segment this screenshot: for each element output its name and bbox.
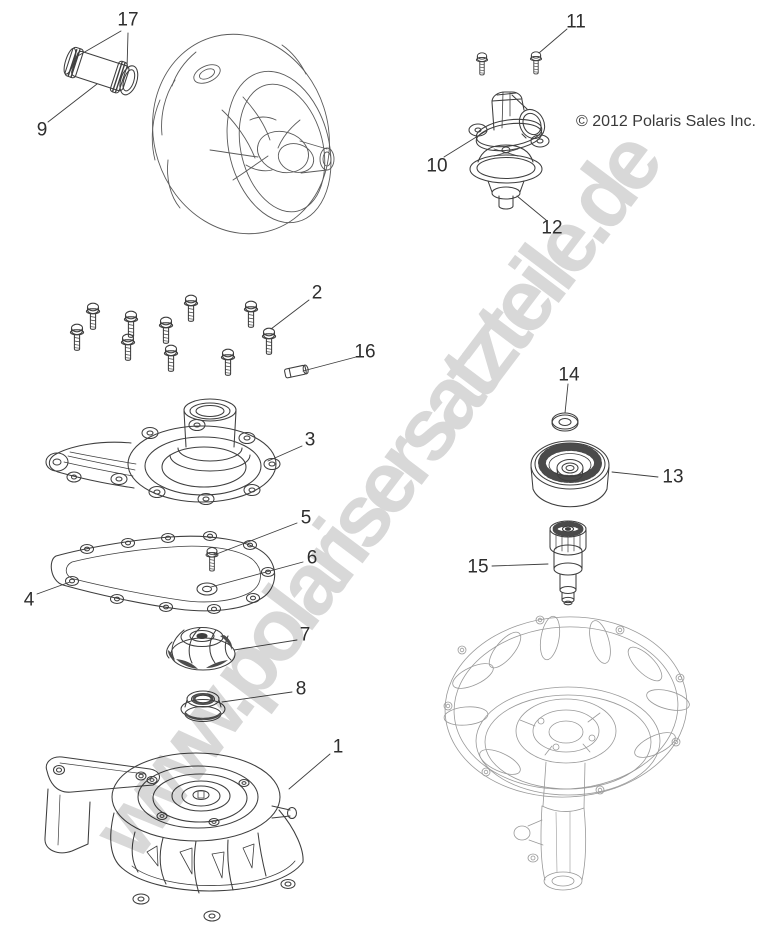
callout-3: 3 — [304, 429, 316, 451]
gasket-bolt-holes — [64, 530, 276, 615]
thermostat-bolts — [475, 51, 543, 76]
cover-bolt-ears — [110, 418, 281, 506]
callout-10: 10 — [426, 155, 448, 177]
callout-16: 16 — [354, 341, 376, 363]
pump-seal — [180, 690, 226, 723]
callout-11: 11 — [566, 11, 586, 33]
gasket-washer — [196, 582, 218, 596]
water-pump-cover — [45, 398, 281, 506]
callout-9: 9 — [36, 119, 48, 141]
callout-12: 12 — [541, 217, 563, 239]
thermostat-housing — [468, 91, 550, 152]
housing-face-bosses — [146, 775, 250, 827]
copyright-notice: © 2012 Polaris Sales Inc. — [576, 113, 756, 130]
leader-lines — [36, 28, 659, 790]
idler-washer — [551, 412, 579, 432]
cover-rim-bosses — [443, 615, 685, 795]
primary-clutch-art — [151, 33, 335, 235]
water-pump-gasket — [50, 530, 276, 615]
cover-bolts — [69, 294, 277, 376]
callout-6: 6 — [306, 547, 318, 569]
callout-4: 4 — [23, 589, 35, 611]
cover-rib-vents — [443, 615, 690, 775]
callout-2: 2 — [311, 282, 323, 304]
pump-shaft — [549, 520, 587, 606]
callout-1: 1 — [332, 736, 344, 758]
callout-14: 14 — [558, 364, 580, 386]
thermostat — [469, 144, 543, 210]
callout-5: 5 — [300, 507, 312, 529]
callout-8: 8 — [295, 678, 307, 700]
bearing-gear — [530, 440, 610, 508]
callout-7: 7 — [299, 624, 311, 646]
gasket-bolt — [205, 547, 219, 572]
inner-clutch-cover-art — [443, 615, 690, 891]
callout-15: 15 — [467, 556, 489, 578]
housing-feet — [132, 878, 296, 922]
pump-housing — [44, 752, 304, 922]
dowel-pin — [284, 364, 309, 379]
impeller — [166, 626, 236, 671]
hose-fitting — [63, 46, 139, 96]
callout-13: 13 — [662, 466, 684, 488]
callout-17: 17 — [117, 9, 139, 31]
